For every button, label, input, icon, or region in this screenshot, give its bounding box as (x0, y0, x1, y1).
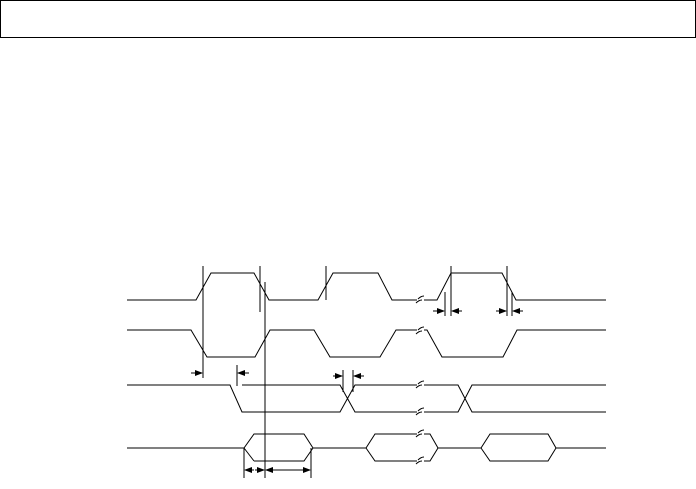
signal-1-clock-waveform (127, 272, 606, 301)
signal-4-bus-waveform (127, 433, 606, 462)
gap-break-marks (415, 295, 425, 465)
header-frame (0, 0, 696, 38)
signal-2-clock-waveform (127, 329, 606, 358)
timing-reference-lines (202, 266, 513, 478)
signal-3-bus-waveform (127, 384, 606, 413)
timing-arrows (191, 308, 523, 473)
